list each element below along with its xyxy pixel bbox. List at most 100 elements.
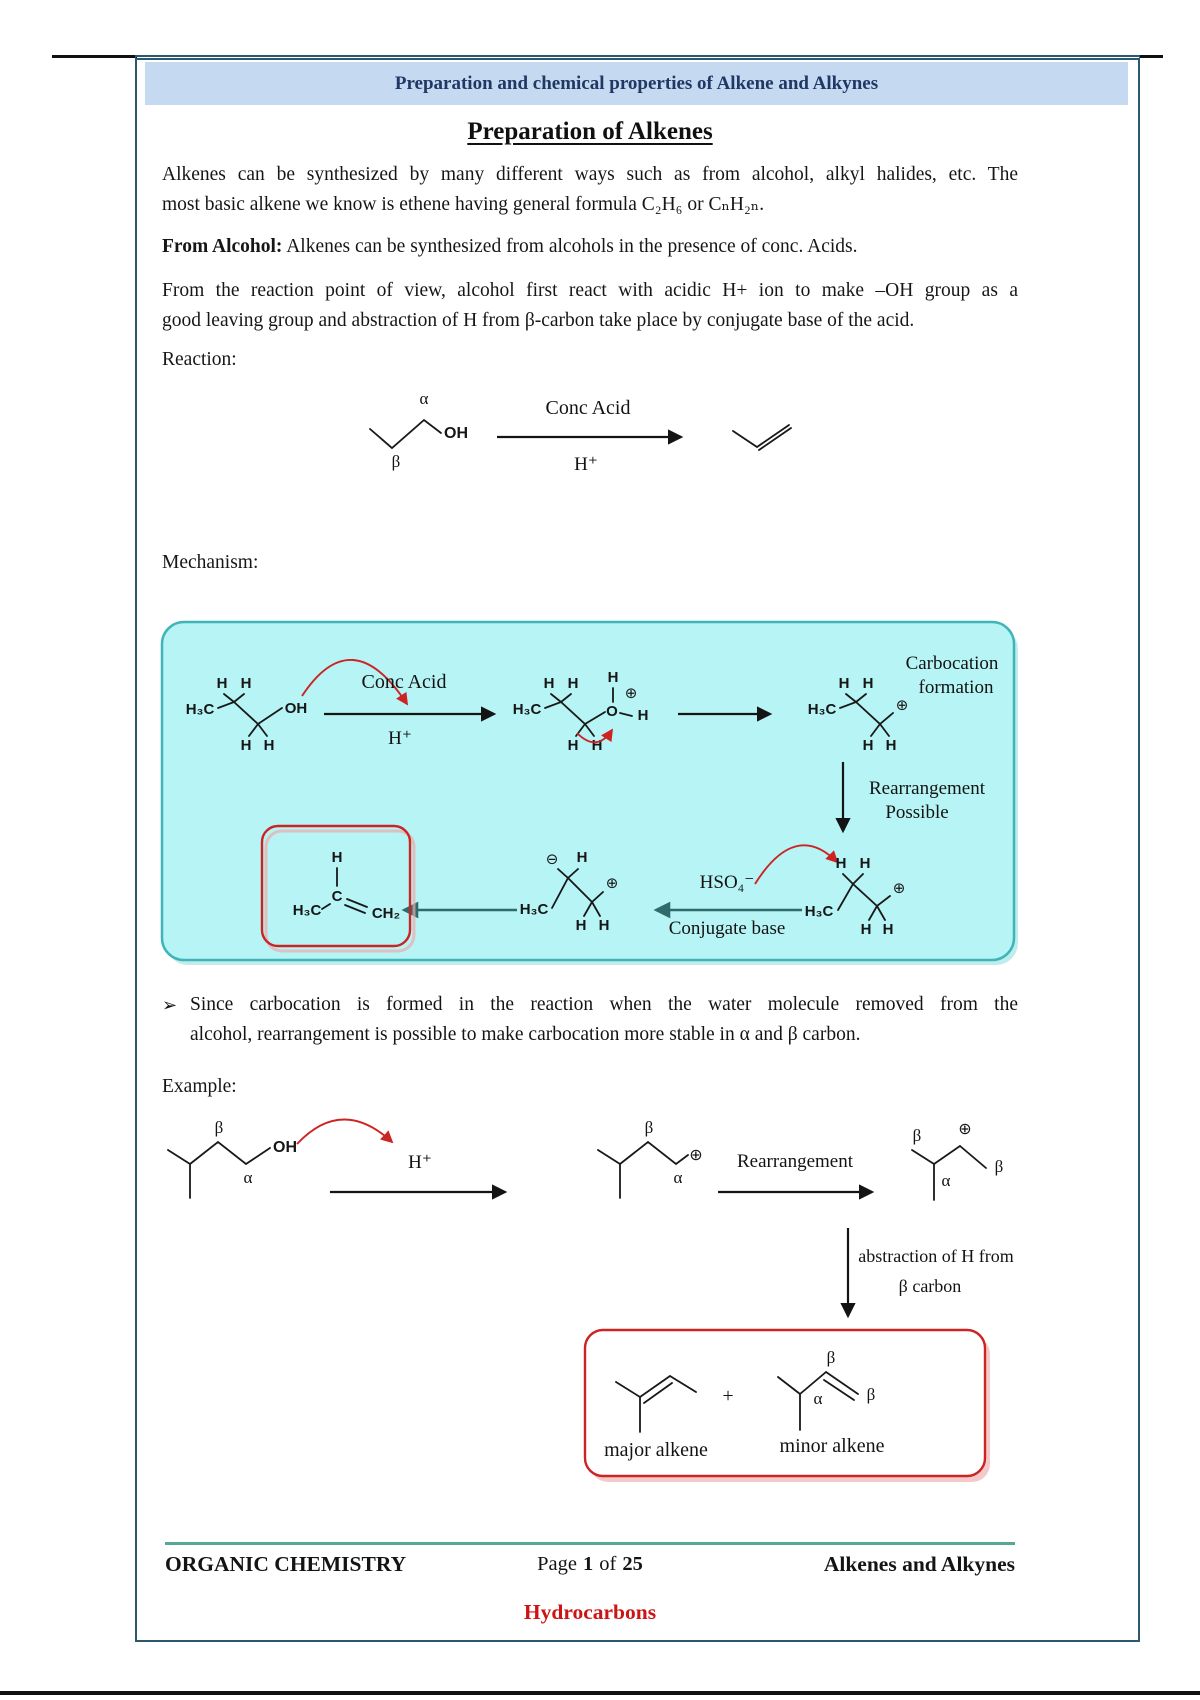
alpha-label: α [674, 1168, 683, 1187]
atom-h: H [332, 849, 343, 866]
curved-hydride-shift-arrow [754, 844, 839, 885]
reaction-scheme: α β OH Conc Acid H⁺ [369, 389, 792, 475]
reaction-arrow: Conc Acid H⁺ [497, 397, 684, 475]
atom-h: H [217, 675, 228, 692]
atom-h3c: H₃C [520, 901, 549, 918]
from-alcohol-label: From Alcohol: [162, 236, 283, 257]
beta-label: β [645, 1118, 654, 1137]
atom-h3c: H₃C [513, 701, 542, 718]
abstraction-arrow-diagram: abstraction of H from β carbon [840, 1228, 1014, 1319]
atom-h: H [836, 855, 847, 872]
beta-label: β [215, 1118, 224, 1137]
atom-h: H [568, 675, 579, 692]
carbocation-skeleton: H H H₃C ⊕ H H [808, 675, 909, 754]
atom-h3c: H₃C [805, 903, 834, 920]
h-plus-label: H⁺ [574, 454, 598, 475]
product-box: H C H₃C CH₂ [260, 824, 416, 953]
atom-h: H [568, 737, 579, 754]
mechanism-diagram: H H H₃C OH H H Conc Acid H⁺ H H H₃C H O … [160, 620, 1018, 965]
atom-h: H [608, 669, 619, 686]
hso4-arrow: HSO₄⁻ Conjugate base [653, 872, 802, 939]
example-diagram: OH β α H⁺ ⊕ β α Rearrangement β ⊕ β α [167, 1118, 1004, 1201]
curved-protonation-arrow [296, 1118, 394, 1145]
example-alcohol-skeleton: OH β α [167, 1118, 297, 1199]
example-tertiary-carbocation-skeleton: β ⊕ β α [911, 1119, 1004, 1201]
reaction-label: Reaction: [162, 349, 237, 370]
plus-charge: ⊕ [893, 879, 906, 897]
intro-line-2: most basic alkene we know is ethene havi… [162, 194, 765, 215]
hso4-label: HSO₄⁻ [700, 872, 755, 893]
intro-line-1: Alkenes can be synthesized by many diffe… [162, 164, 1018, 185]
carbocation-caption-line-2: formation [919, 677, 994, 698]
atom-h: H [861, 921, 872, 938]
alpha-label: α [942, 1171, 951, 1190]
bottom-rule [0, 1691, 1200, 1695]
footer-page-total: 25 [622, 1553, 643, 1575]
bullet-line-2: alcohol, rearrangement is possible to ma… [190, 1024, 861, 1045]
atom-ch2: CH₂ [372, 905, 400, 922]
plus-charge: ⊕ [958, 1119, 971, 1138]
result-box-diagram: + β β α major alkene minor alkene [583, 1328, 990, 1482]
beta-label: β [867, 1385, 876, 1404]
from-alcohol-text: Alkenes can be synthesized from alcohols… [282, 236, 858, 257]
example-arrow-2: Rearrangement [718, 1151, 875, 1200]
footer-of-word: of [599, 1553, 617, 1575]
propene-skeleton [732, 424, 792, 451]
major-alkene-label: major alkene [604, 1439, 708, 1461]
conc-acid-label: Conc Acid [362, 671, 447, 693]
mechanism-para-line-2: good leaving group and abstraction of H … [162, 310, 915, 331]
footer-chapter: Hydrocarbons [523, 1600, 657, 1624]
atom-h: H [860, 855, 871, 872]
section-title: Preparation of Alkenes [467, 118, 713, 145]
atom-h: H [592, 737, 603, 754]
footer-page-number: 1 [583, 1553, 594, 1575]
bullet-marker: ➢ [162, 995, 178, 1015]
atom-c: C [332, 888, 343, 905]
atom-h: H [241, 737, 252, 754]
example-label: Example: [162, 1076, 237, 1097]
atom-h: H [883, 921, 894, 938]
example-arrow-1: H⁺ [330, 1152, 508, 1200]
page-frame [135, 55, 1140, 1642]
bullet-line-1: Since carbocation is formed in the react… [190, 994, 1018, 1015]
plus-sign: + [722, 1385, 733, 1407]
mechanism-arrow-1: Conc Acid H⁺ [324, 671, 497, 749]
bullet-paragraph: Since carbocation is formed in the react… [190, 990, 1018, 1050]
atom-o: O [606, 703, 618, 720]
rearrangement-caption-line-2: Possible [885, 802, 948, 823]
atom-h3c: H₃C [808, 701, 837, 718]
mechanism-box [160, 620, 1016, 962]
top-left-rule [52, 55, 137, 58]
curved-electron-arrow [576, 728, 614, 744]
alkene-product-skeleton: H C H₃C CH₂ [293, 849, 400, 922]
from-alcohol-paragraph: From Alcohol: Alkenes can be synthesized… [162, 232, 1018, 262]
atom-h: H [576, 917, 587, 934]
conc-acid-label: Conc Acid [546, 397, 631, 419]
footer-topic: Alkenes and Alkynes [823, 1552, 1015, 1576]
footer-page-word: Page [537, 1553, 578, 1575]
major-alkene-skeleton [615, 1375, 697, 1433]
plus-charge: ⊕ [606, 874, 619, 892]
mechanism-label: Mechanism: [162, 552, 259, 573]
page-title: Preparation of Alkenes [165, 118, 1015, 146]
propanol-skeleton: α β OH [369, 389, 468, 471]
atom-h3c: H₃C [293, 902, 322, 919]
atom-h: H [863, 675, 874, 692]
conjugate-base-label: Conjugate base [669, 918, 786, 939]
carbocation-caption-line-1: Carbocation [906, 653, 999, 674]
alcohol-skeleton: H H H₃C OH H H [186, 675, 308, 754]
atom-oh: OH [273, 1139, 297, 1156]
alpha-label: α [420, 389, 429, 408]
example-carbocation-skeleton: ⊕ β α [597, 1118, 703, 1199]
beta-label: β [995, 1157, 1004, 1176]
h-plus-label: H⁺ [408, 1152, 432, 1173]
minus-charge: ⊖ [546, 850, 559, 868]
plus-charge: ⊕ [625, 684, 638, 702]
alpha-label: α [814, 1389, 823, 1408]
atom-h: H [839, 675, 850, 692]
top-right-tick [1140, 55, 1163, 58]
alpha-label: α [244, 1168, 253, 1187]
atom-h: H [544, 675, 555, 692]
